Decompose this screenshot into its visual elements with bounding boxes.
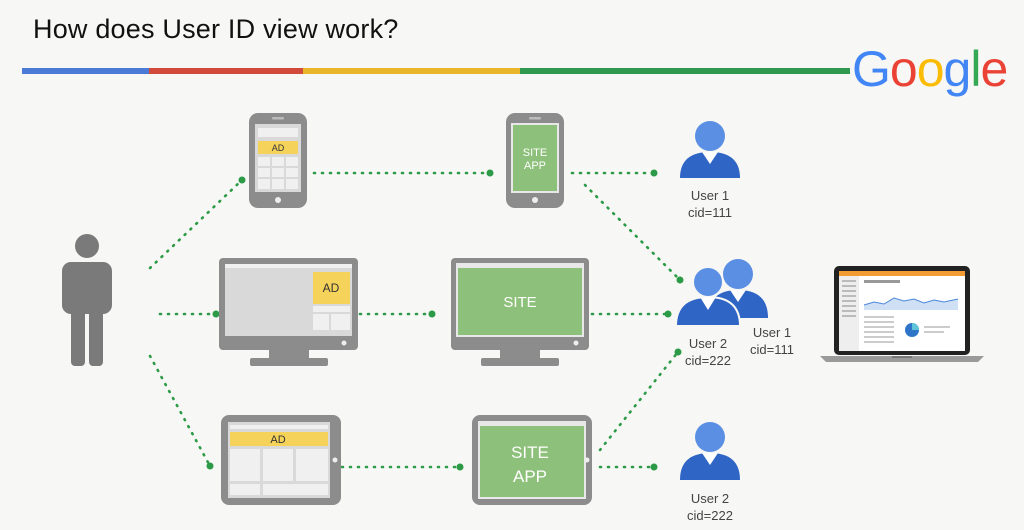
phone-site-label: SITE (523, 147, 547, 159)
user-label-bottom: User 2 cid=222 (680, 490, 740, 524)
user-icon-front (674, 266, 742, 327)
connector-dots (206, 169, 684, 471)
connector-dot (206, 462, 214, 470)
user-label-middle-back: User 1 cid=111 (740, 324, 804, 358)
user-name: User 2 (688, 336, 728, 351)
tablet-site-app-device: SITE APP (472, 415, 592, 505)
user-label-top: User 1 cid=111 (680, 187, 740, 221)
connector-dot (428, 310, 436, 318)
site-screen (511, 123, 559, 193)
user-name: User 1 (690, 188, 730, 203)
user-label-middle-front: User 2 cid=222 (676, 335, 740, 369)
google-logo-letter: o (916, 41, 945, 97)
page-title: How does User ID view work? (33, 14, 399, 44)
tablet-ad-device: AD (221, 415, 341, 505)
connector-dot (676, 276, 684, 284)
tablet-app-label: APP (513, 467, 547, 486)
google-logo: Google (852, 40, 1008, 98)
connector-person-tablet (148, 354, 212, 468)
color-bar-yellow (303, 68, 520, 74)
user-icon-group-middle (674, 259, 768, 327)
connector-dot (456, 463, 464, 471)
connector-dot (238, 176, 246, 184)
user-icon-top (680, 121, 740, 178)
phone-ad-label: AD (272, 143, 285, 153)
analytics-laptop-icon (820, 266, 984, 362)
ad-banner (313, 272, 350, 304)
google-logo-letter: l (970, 41, 981, 97)
color-bar-red (149, 68, 303, 74)
color-bar-green (520, 68, 850, 74)
connector-phone-usergroup (583, 183, 682, 282)
google-logo-letter: e (980, 41, 1008, 97)
connector-dot (486, 169, 494, 177)
phone-ad-device: AD (249, 113, 307, 208)
anonymous-person-icon (62, 234, 112, 366)
desktop-site-label: SITE (503, 294, 536, 311)
user-name: User 2 (690, 491, 730, 506)
color-bar-blue (22, 68, 149, 74)
tablet-site-label: SITE (511, 443, 549, 462)
ad-banner (258, 141, 298, 154)
desktop-site-device: SITE (451, 258, 589, 366)
connector-person-phone (148, 178, 244, 270)
site-screen (456, 263, 584, 337)
connector-lines (148, 171, 682, 469)
desktop-ad-label: AD (323, 281, 340, 295)
connector-dot (212, 310, 220, 318)
connector-dot (664, 310, 672, 318)
connector-dot (650, 169, 658, 177)
connector-dot (674, 348, 682, 356)
google-logo-letter: o (889, 41, 918, 97)
desktop-ad-device: AD (219, 258, 358, 366)
google-logo-letter: G (852, 41, 891, 97)
user-cid: cid=111 (688, 205, 732, 220)
user-cid: cid=222 (685, 353, 731, 368)
user-name: User 1 (752, 325, 792, 340)
ad-banner (230, 432, 328, 446)
connector-tablet-usergroup (598, 350, 680, 452)
connector-dot (650, 463, 658, 471)
google-logo-letter: g (943, 41, 972, 97)
user-cid: cid=222 (687, 508, 733, 523)
phone-site-app-device: SITE APP (506, 113, 564, 208)
google-color-bar (22, 68, 850, 74)
user-cid: cid=111 (750, 342, 794, 357)
tablet-ad-label: AD (270, 434, 285, 446)
phone-app-label: APP (524, 160, 546, 172)
user-icon-bottom (680, 422, 740, 480)
